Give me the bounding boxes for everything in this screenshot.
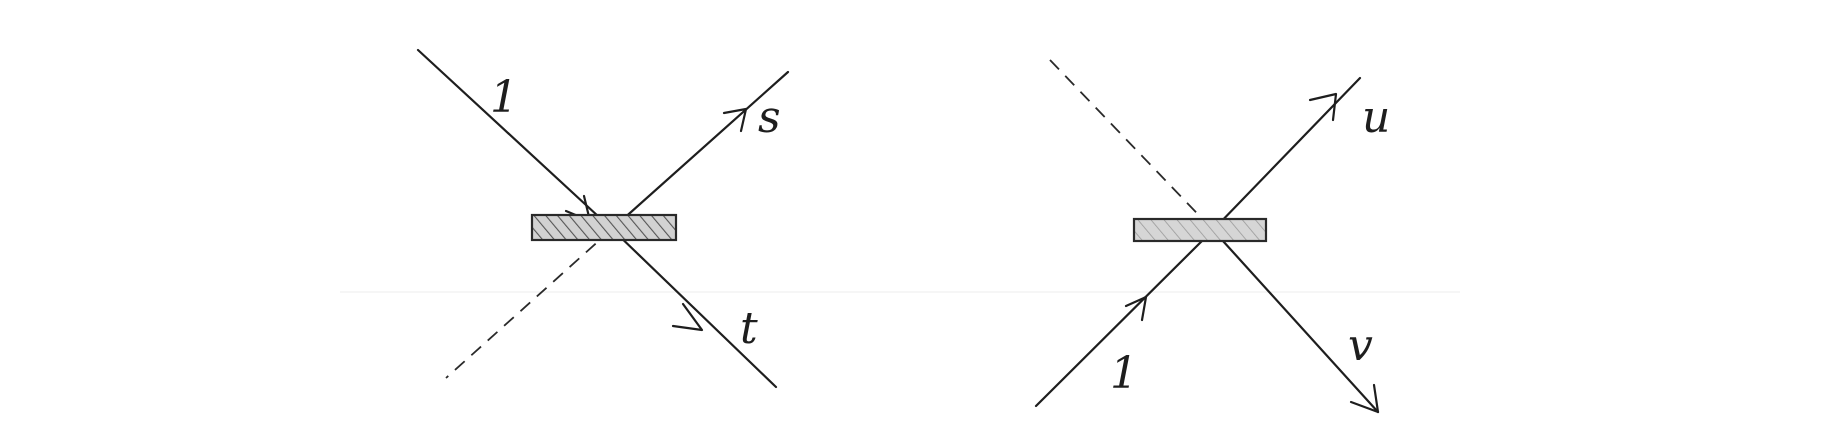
left-reflected-label: s <box>758 92 781 143</box>
left-beam-splitter-group: 1 s t <box>416 48 790 389</box>
right-reflected-beam <box>1211 76 1362 232</box>
right-transmitted-arrowhead <box>1349 383 1380 414</box>
right-beam-splitter <box>1132 217 1268 243</box>
left-transmitted-label: t <box>740 303 758 354</box>
left-transmitted-arrowhead <box>671 302 704 332</box>
left-dashed-port <box>445 228 613 379</box>
left-input-label: 1 <box>490 72 518 123</box>
right-reflected-arrowhead <box>1308 92 1338 122</box>
right-dashed-port <box>1049 59 1214 231</box>
right-input-label: 1 <box>1110 348 1138 399</box>
left-reflected-arrowhead <box>722 107 748 133</box>
right-transmitted-label: v <box>1348 320 1373 371</box>
right-transmitted-beam <box>1211 228 1380 414</box>
right-input-arrowhead <box>1124 295 1148 322</box>
right-input-beam <box>1034 228 1215 408</box>
left-reflected-beam <box>610 70 790 231</box>
left-transmitted-beam <box>610 227 778 389</box>
left-beam-splitter <box>530 213 678 242</box>
left-input-beam <box>416 48 614 231</box>
right-beam-splitter-group: 1 u v <box>1034 59 1390 414</box>
right-reflected-label: u <box>1362 92 1390 143</box>
